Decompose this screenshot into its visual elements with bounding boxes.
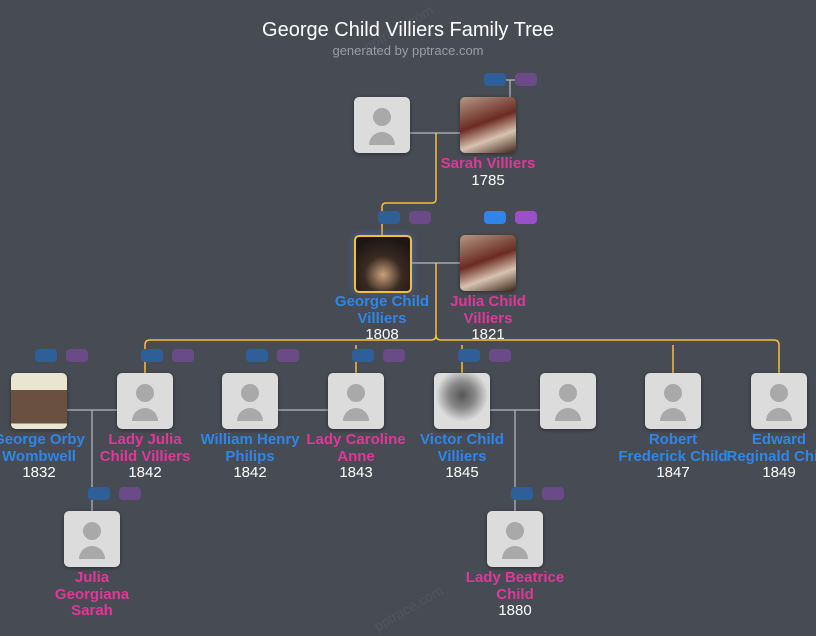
add-parent-father-button[interactable] xyxy=(88,487,110,500)
add-parent-mother-button[interactable] xyxy=(277,349,299,362)
person-birth-year: 1847 xyxy=(656,464,690,481)
person-card-p11[interactable] xyxy=(751,373,807,429)
person-placeholder-icon xyxy=(347,384,365,402)
add-parent-father-button[interactable] xyxy=(352,349,374,362)
person-name: Lady Beatrice Child xyxy=(465,569,565,603)
person-placeholder-icon xyxy=(83,522,101,540)
add-parent-mother-button[interactable] xyxy=(515,73,537,86)
person-birth-year: 1842 xyxy=(233,464,267,481)
add-parent-mother-button[interactable] xyxy=(119,487,141,500)
page-subtitle: generated by pptrace.com xyxy=(332,43,484,58)
person-placeholder-icon xyxy=(660,408,686,421)
person-card-p6[interactable] xyxy=(222,373,278,429)
person-birth-year: 1880 xyxy=(498,602,532,619)
person-placeholder-icon xyxy=(369,132,395,145)
person-name: Julia Georgiana Sarah xyxy=(54,569,130,619)
person-birth-year: 1842 xyxy=(128,464,162,481)
person-placeholder-icon xyxy=(555,408,581,421)
add-parent-mother-button[interactable] xyxy=(489,349,511,362)
person-card-p5[interactable] xyxy=(117,373,173,429)
add-parent-mother-button[interactable] xyxy=(542,487,564,500)
person-card-p7[interactable] xyxy=(328,373,384,429)
person-placeholder-icon xyxy=(766,408,792,421)
person-placeholder-icon xyxy=(664,384,682,402)
person-placeholder-icon xyxy=(373,108,391,126)
person-name: George Orby Wombwell xyxy=(0,431,85,465)
person-birth-year: 1843 xyxy=(339,464,373,481)
add-parent-father-button[interactable] xyxy=(378,211,400,224)
person-card-p1[interactable] xyxy=(460,97,516,153)
person-placeholder-icon xyxy=(237,408,263,421)
descent-line xyxy=(435,334,780,373)
person-placeholder-icon xyxy=(241,384,259,402)
person-name: Julia Child Villiers xyxy=(450,293,526,327)
person-name: Robert Frederick Child xyxy=(618,431,728,465)
person-birth-year: 1808 xyxy=(365,326,399,343)
add-parent-father-button[interactable] xyxy=(141,349,163,362)
add-parent-mother-button[interactable] xyxy=(409,211,431,224)
person-placeholder-icon xyxy=(79,546,105,559)
person-card-p0[interactable] xyxy=(354,97,410,153)
person-card-p13[interactable] xyxy=(487,511,543,567)
person-birth-year: 1832 xyxy=(22,464,56,481)
add-parent-mother-button[interactable] xyxy=(515,211,537,224)
person-name: Sarah Villiers xyxy=(440,155,536,172)
person-label[interactable]: Julia Georgiana Sarah xyxy=(37,569,147,620)
person-placeholder-icon xyxy=(132,408,158,421)
person-birth-year: 1849 xyxy=(762,464,796,481)
add-parent-mother-button[interactable] xyxy=(66,349,88,362)
person-card-p3[interactable] xyxy=(460,235,516,291)
person-card-p10[interactable] xyxy=(645,373,701,429)
person-birth-year: 1821 xyxy=(471,326,505,343)
person-placeholder-icon xyxy=(136,384,154,402)
person-placeholder-icon xyxy=(502,546,528,559)
person-placeholder-icon xyxy=(506,522,524,540)
person-birth-year: 1845 xyxy=(445,464,479,481)
person-label[interactable]: Edward Reginald Child1849 xyxy=(724,431,816,482)
person-name: George Child Villiers xyxy=(334,293,430,327)
add-parent-father-button[interactable] xyxy=(484,211,506,224)
add-parent-father-button[interactable] xyxy=(458,349,480,362)
person-card-p4[interactable] xyxy=(11,373,67,429)
person-placeholder-icon xyxy=(770,384,788,402)
person-card-p12[interactable] xyxy=(64,511,120,567)
person-name: William Henry Philips xyxy=(200,431,300,465)
person-placeholder-icon xyxy=(343,408,369,421)
add-parent-father-button[interactable] xyxy=(511,487,533,500)
person-name: Lady Caroline Anne xyxy=(306,431,406,465)
add-parent-father-button[interactable] xyxy=(35,349,57,362)
person-name: Victor Child Villiers xyxy=(420,431,504,465)
add-parent-father-button[interactable] xyxy=(484,73,506,86)
person-card-p8[interactable] xyxy=(434,373,490,429)
person-card-p9[interactable] xyxy=(540,373,596,429)
person-name: Lady Julia Child Villiers xyxy=(99,431,191,465)
person-card-p2[interactable] xyxy=(354,235,412,293)
page-title: George Child Villiers Family Tree xyxy=(262,19,554,41)
add-parent-mother-button[interactable] xyxy=(383,349,405,362)
person-placeholder-icon xyxy=(559,384,577,402)
add-parent-mother-button[interactable] xyxy=(172,349,194,362)
add-parent-father-button[interactable] xyxy=(246,349,268,362)
person-name: Edward Reginald Child xyxy=(726,431,816,465)
person-birth-year: 1785 xyxy=(471,171,505,189)
descent-line xyxy=(381,133,437,235)
